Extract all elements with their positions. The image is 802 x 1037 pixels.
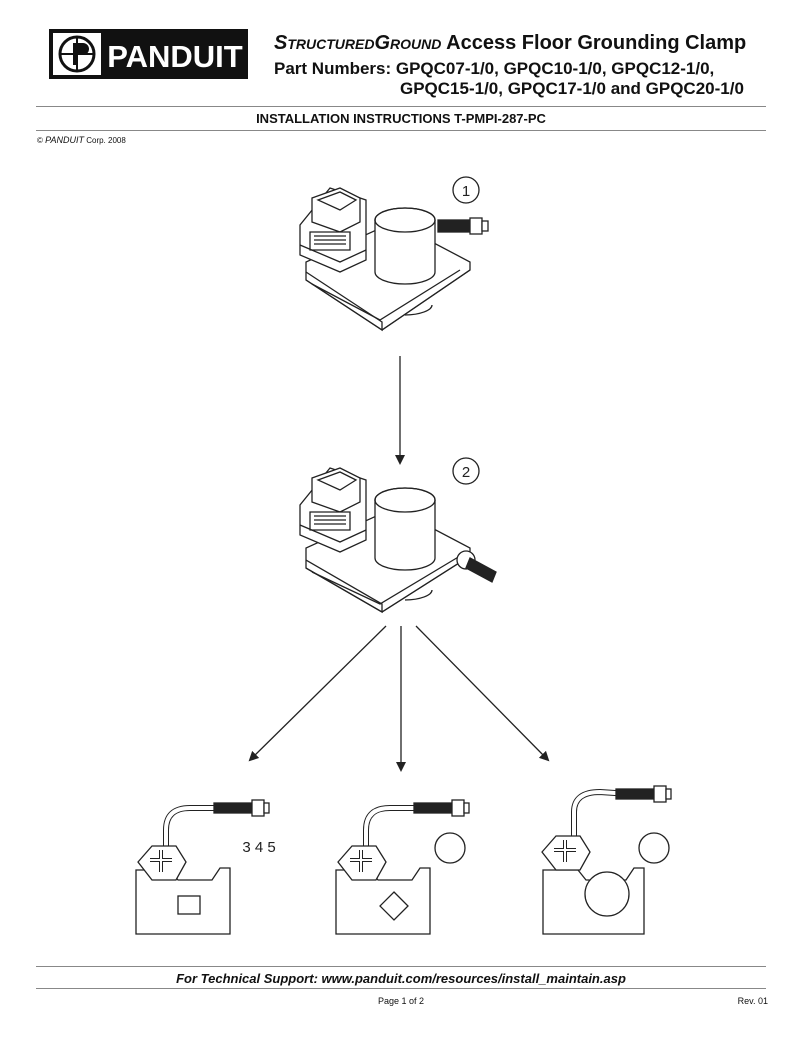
header-divider xyxy=(36,106,766,107)
arrow-step-2-to-3 xyxy=(248,625,387,762)
clamp-assembly-step-2 xyxy=(299,467,497,614)
footer-divider-top xyxy=(36,966,766,967)
step-2-label: 2 xyxy=(462,464,470,481)
installation-instructions-heading: INSTALLATION INSTRUCTIONS T-PMPI-287-PC xyxy=(256,111,546,126)
arrow-step-2-to-5 xyxy=(415,625,550,762)
copyright-notice: © PANDUIT Corp. 2008 xyxy=(37,135,126,145)
revision-label: Rev. 01 xyxy=(737,996,768,1006)
clamp-view-right xyxy=(541,785,672,935)
step-1-label: 1 xyxy=(462,183,470,200)
clamp-assembly-step-1 xyxy=(299,187,489,332)
part-numbers-line-2: GPQC15-1/0, GPQC17-1/0 and GPQC20-1/0 xyxy=(400,79,744,98)
subheader-divider xyxy=(36,130,766,131)
document-title: STRUCTUREDGROUND Access Floor Grounding … xyxy=(274,32,747,54)
step-4-marker xyxy=(434,832,466,864)
step-5-marker xyxy=(638,832,670,864)
step-1-marker xyxy=(452,176,480,204)
step-2-marker xyxy=(452,457,480,485)
technical-support-line: For Technical Support: www.panduit.com/r… xyxy=(176,971,626,986)
part-numbers-line-1: Part Numbers: GPQC07-1/0, GPQC10-1/0, GP… xyxy=(274,59,715,78)
clamp-view-middle xyxy=(335,799,470,935)
panduit-logo: PANDUIT xyxy=(49,29,248,79)
page-number: Page 1 of 2 xyxy=(377,996,425,1006)
svg-text:PANDUIT: PANDUIT xyxy=(107,39,243,74)
clamp-view-left xyxy=(135,799,270,935)
steps-3-4-5-label: 3 4 5 xyxy=(242,839,275,856)
footer-divider-bottom xyxy=(36,988,766,989)
